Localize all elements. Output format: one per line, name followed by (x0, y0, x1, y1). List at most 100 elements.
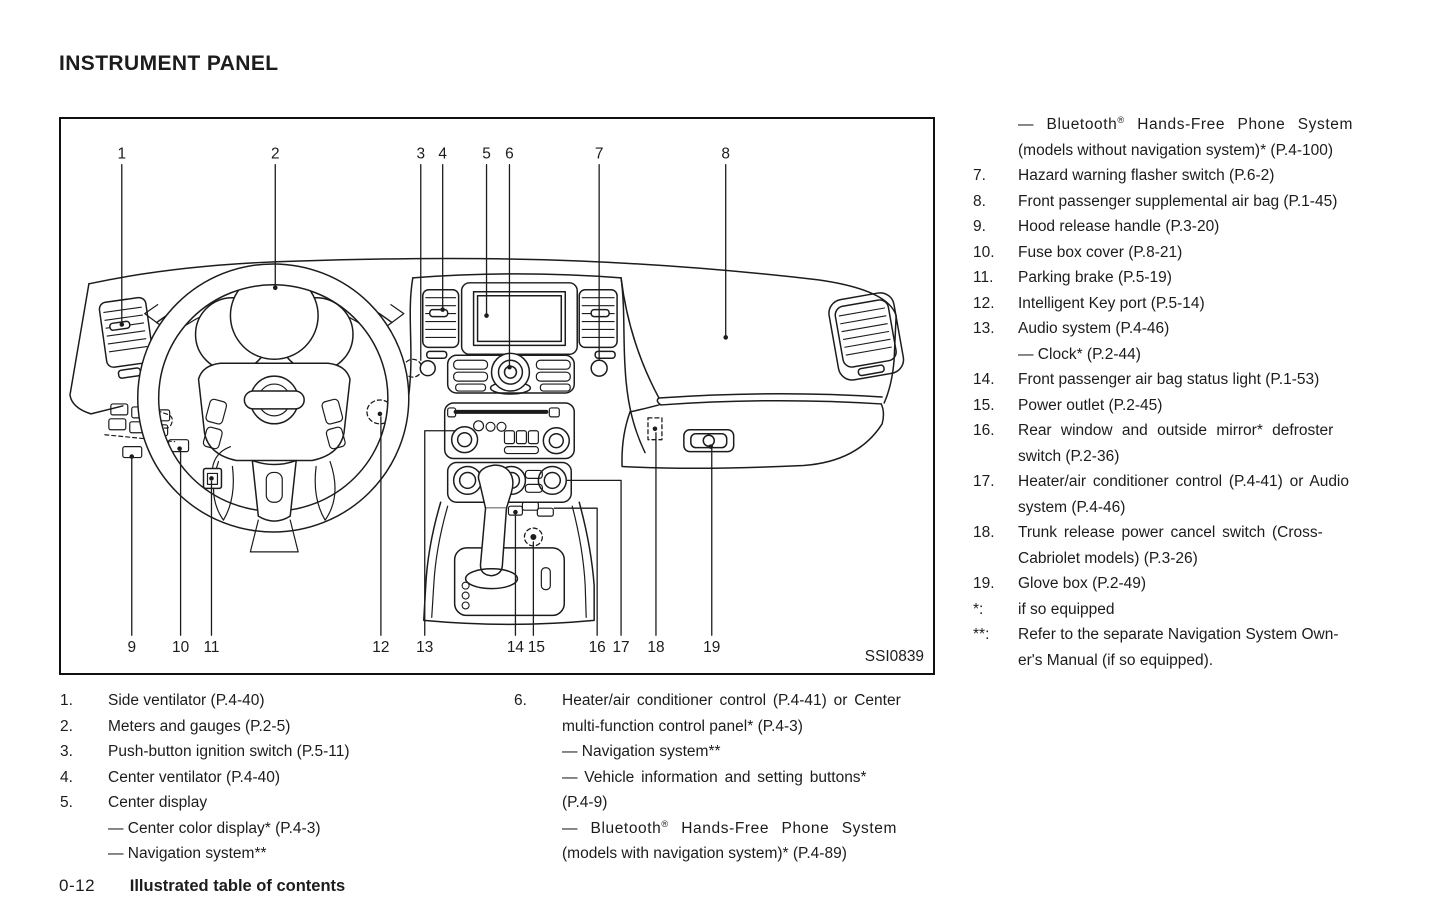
callout-number: 1 (117, 146, 126, 163)
callout-number: 11 (203, 639, 219, 656)
callout-number: 5 (482, 146, 491, 163)
center-display (460, 282, 578, 356)
list-item-text: Hazard warning flasher switch (P.6-2) (1018, 167, 1275, 184)
list-item-number: 13. (973, 320, 995, 337)
list-item-number: 11. (973, 269, 994, 286)
list-item: 10. Fuse box cover (P.8-21) (973, 240, 1393, 266)
trunk-release-cancel-switch (647, 417, 663, 441)
list-item-text: — Vehicle information and setting button… (562, 768, 867, 812)
list-item-number: 16. (973, 422, 995, 439)
callout-number: 3 (416, 146, 425, 163)
glove-box-handle (683, 429, 735, 453)
list-item-text: — Navigation system** (108, 845, 267, 862)
list-item-number: 4. (60, 768, 73, 786)
callout-number: 14 (507, 639, 525, 656)
list-item-text: — Navigation system** (562, 743, 721, 760)
list-item: 7. Hazard warning flasher switch (P.6-2) (973, 163, 1393, 189)
callout-leaders (119, 164, 729, 636)
callout-number: 2 (271, 146, 280, 163)
list-item-number: 18. (973, 524, 995, 541)
list-item-text: Fuse box cover (P.8-21) (1018, 243, 1183, 261)
registered-trademark-symbol: ® (661, 818, 669, 829)
center-right-vent (578, 289, 618, 360)
glove-box (621, 393, 885, 469)
callout-number: 13 (416, 639, 433, 656)
figure-code: SSI0839 (865, 648, 924, 665)
list-subitem: — Navigation system** (514, 739, 938, 765)
callout-number: 16 (589, 639, 606, 656)
instrument-panel-figure: 1 2 3 4 5 6 7 8 9 10 11 12 13 14 15 16 1… (59, 117, 935, 675)
list-item: 11. Parking brake (P.5-19) (973, 265, 1393, 291)
ignition-switch (403, 358, 436, 378)
list-item: 6. Heater/air conditioner control (P.4-41… (514, 688, 938, 739)
parts-list-middle: 6. Heater/air conditioner control (P.4-41… (514, 688, 938, 867)
list-item-number: 10. (973, 243, 995, 261)
audio-control-panel (446, 352, 575, 395)
list-subitem: — Clock* (P.2-44) (973, 342, 1393, 368)
list-item-text: Meters and gauges (P.2-5) (108, 717, 291, 735)
page-title: INSTRUMENT PANEL (59, 52, 279, 75)
callout-number: 12 (372, 639, 389, 656)
callout-number: 19 (703, 639, 720, 656)
list-item: 19.Glove box (P.2-49) (973, 571, 1393, 597)
list-item-text: — Clock* (P.2-44) (1018, 345, 1141, 363)
callout-number: 6 (505, 146, 514, 163)
center-console (423, 501, 595, 626)
list-item-text: Front passenger supplemental air bag (P.… (1018, 192, 1338, 210)
parts-list-left: 1.Side ventilator (P.4-40) 2.Meters and … (60, 688, 480, 867)
footnote: **:Refer to the separate Navigation Syst… (973, 622, 1393, 673)
list-subitem: — Bluetooth® Hands-Free Phone System (mo… (973, 112, 1393, 163)
list-item-text: Side ventilator (P.4-40) (108, 692, 265, 709)
page-footer: 0-12 Illustrated table of contents (59, 876, 345, 896)
callout-number: 15 (528, 639, 545, 656)
footnote-marker: **: (973, 626, 990, 643)
list-item-text: Intelligent Key port (P.5-14) (1018, 294, 1205, 312)
callout-number: 9 (127, 639, 136, 656)
footnote-marker: *: (973, 600, 984, 618)
list-item-text: Center display (108, 794, 208, 811)
center-stack (397, 273, 646, 626)
list-item: 18. Trunk release power cancel switch (Cr… (973, 520, 1393, 571)
list-subitem: — Center color display* (P.4-3) (60, 816, 480, 842)
list-item-text: Heater/air conditioner control (P.4-41) … (562, 692, 901, 735)
list-item-text: — Bluetooth® Hands-Free Phone System (mo… (562, 818, 898, 862)
list-item: 9.Hood release handle (P.3-20) (973, 214, 1393, 240)
dashboard-body (88, 257, 905, 469)
list-item-number: 6. (514, 692, 527, 709)
list-item: 12. Intelligent Key port (P.5-14) (973, 291, 1393, 317)
leader-dots (119, 285, 729, 515)
shift-lever (464, 464, 519, 590)
list-item-number: 7. (973, 167, 986, 184)
list-item-text: Push-button ignition switch (P.5-11) (108, 743, 350, 760)
callout-number: 8 (721, 146, 730, 163)
callout-number: 17 (612, 639, 629, 656)
footer-page-number: 0-12 (59, 876, 96, 895)
parts-list-right: — Bluetooth® Hands-Free Phone System (mo… (973, 112, 1393, 673)
audio-unit (443, 402, 575, 460)
list-item-text: Audio system (P.4-46) (1018, 320, 1170, 337)
list-item: 13. Audio system (P.4-46) (973, 316, 1393, 342)
footnote-text: if so equipped (1018, 600, 1115, 618)
list-item-number: 3. (60, 743, 73, 760)
list-item: 14.Front passenger air bag status light … (973, 367, 1393, 393)
list-item-number: 12. (973, 294, 995, 312)
list-item-number: 8. (973, 192, 986, 210)
list-item: 3. Push-button ignition switch (P.5-11) (60, 739, 480, 765)
list-item-text: Parking brake (P.5-19) (1018, 269, 1172, 286)
list-item-text: Trunk release power cancel switch (Cross… (1018, 524, 1323, 567)
list-item-text: Hood release handle (P.3-20) (1018, 218, 1220, 235)
callout-number: 7 (595, 146, 604, 163)
list-item-text: — Bluetooth® Hands-Free Phone System (mo… (1018, 114, 1354, 159)
list-item: 2.Meters and gauges (P.2-5) (60, 714, 480, 740)
list-subitem: — Navigation system** (60, 841, 480, 867)
hazard-switch (590, 359, 608, 377)
callout-number: 18 (647, 639, 664, 656)
list-item: 1.Side ventilator (P.4-40) (60, 688, 480, 714)
list-item: 5.Center display (60, 790, 480, 816)
list-item-text: Front passenger air bag status light (P.… (1018, 371, 1320, 388)
list-item-number: 15. (973, 396, 995, 414)
callout-number: 10 (172, 639, 189, 656)
center-left-vent (422, 289, 460, 360)
list-item-text: — Center color display* (P.4-3) (108, 819, 321, 837)
